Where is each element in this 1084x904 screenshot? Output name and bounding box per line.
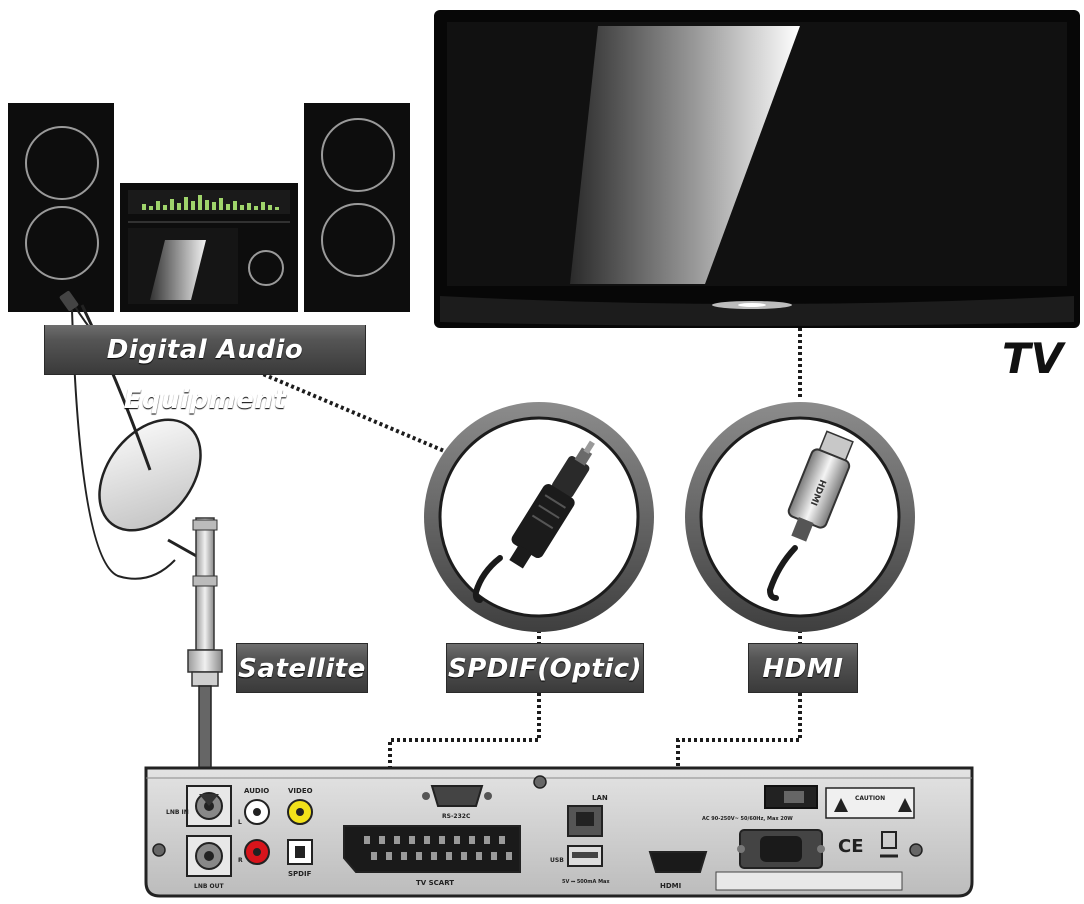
tv-scart-port-icon: [344, 826, 520, 872]
equalizer-bar: [184, 197, 188, 210]
caution-label: CAUTION: [855, 795, 885, 802]
equalizer-bar: [142, 204, 146, 210]
scart-pin: [484, 836, 490, 844]
scart-pin: [454, 836, 460, 844]
digital-audio-label: Digital Audio Equipment: [44, 325, 366, 375]
video-label: VIDEO: [288, 787, 313, 795]
scart-pin: [431, 852, 437, 860]
spdif-label: SPDIF(Optic): [446, 643, 644, 693]
equalizer-bar: [261, 202, 265, 210]
equalizer-bar: [170, 199, 174, 210]
lan-label: LAN: [592, 794, 608, 802]
scart-pin: [439, 836, 445, 844]
equalizer-bar: [240, 205, 244, 210]
hdmi-port-icon: [650, 852, 706, 872]
ac-rating-label: AC 90-250V~ 50/60Hz, Max 20W: [702, 816, 793, 822]
scart-pin: [386, 852, 392, 860]
equalizer-bar: [254, 206, 258, 210]
scart-pin: [476, 852, 482, 860]
spdif-port-icon: [288, 840, 312, 864]
spdif-port-label: SPDIF: [288, 870, 312, 878]
scart-pin: [394, 836, 400, 844]
equalizer-bar: [275, 207, 279, 210]
equalizer-bar: [205, 200, 209, 210]
stereo-unit-icon: [120, 183, 298, 312]
hdmi-port-label: HDMI: [660, 882, 681, 890]
scart-pin: [401, 852, 407, 860]
scart-pin: [499, 836, 505, 844]
equalizer-bar: [226, 204, 230, 210]
equalizer-bar: [163, 205, 167, 210]
scart-pin: [409, 836, 415, 844]
receiver-back-panel-icon: [146, 768, 972, 896]
scart-pin: [379, 836, 385, 844]
tv-label: TV: [1002, 334, 1063, 383]
equalizer-bar: [233, 201, 237, 210]
equalizer-bar: [268, 205, 272, 210]
scart-pin: [446, 852, 452, 860]
scart-pin: [371, 852, 377, 860]
scart-pin: [416, 852, 422, 860]
scart-pin: [424, 836, 430, 844]
lnb-out-port-icon: [187, 836, 231, 876]
audio-l-label: L: [238, 819, 242, 826]
info-sticker: [716, 872, 902, 890]
scart-pin: [506, 852, 512, 860]
ce-mark: CE: [838, 836, 864, 857]
tv-icon: [434, 10, 1080, 328]
hdmi-label: HDMI: [748, 643, 858, 693]
right-speaker-icon: [304, 103, 410, 312]
equalizer-bar: [219, 198, 223, 210]
caution-label-icon: [826, 788, 914, 818]
video-jack-icon: [288, 800, 312, 824]
scart-pin: [364, 836, 370, 844]
equalizer-bar: [247, 203, 251, 210]
usb-label: USB: [550, 857, 564, 864]
audio-to-spdif-line: [258, 372, 456, 456]
spdif-connector-ring: [424, 402, 654, 632]
audio-label: AUDIO: [244, 787, 269, 795]
equalizer-bar: [212, 202, 216, 210]
usb-port-icon: [568, 846, 602, 866]
power-socket-icon: [737, 830, 825, 868]
scart-pin: [469, 836, 475, 844]
usb-rating-label: 5V ⎓ 500mA Max: [562, 879, 610, 885]
scart-pin: [461, 852, 467, 860]
equalizer-bar: [191, 201, 195, 210]
equalizer-bar: [156, 201, 160, 210]
left-speaker-icon: [8, 103, 114, 312]
scart-pin: [491, 852, 497, 860]
equalizer-bar: [198, 195, 202, 210]
equalizer-bar: [149, 206, 153, 210]
equalizer-bar: [177, 203, 181, 210]
audio-r-label: R: [238, 857, 243, 864]
audio-l-jack-icon: [245, 800, 269, 824]
power-switch-icon: [765, 786, 817, 808]
lnb-out-label: LNB OUT: [194, 883, 224, 890]
audio-r-jack-icon: [245, 840, 269, 864]
hdmi-connector-ring: HDMI: [685, 402, 915, 632]
rs232-label: RS-232C: [442, 813, 471, 820]
lnb-in-label: LNB IN: [166, 809, 189, 816]
lan-port-icon: [568, 806, 602, 836]
satellite-label: Satellite: [236, 643, 368, 693]
tv-scart-label: TV SCART: [416, 879, 454, 887]
